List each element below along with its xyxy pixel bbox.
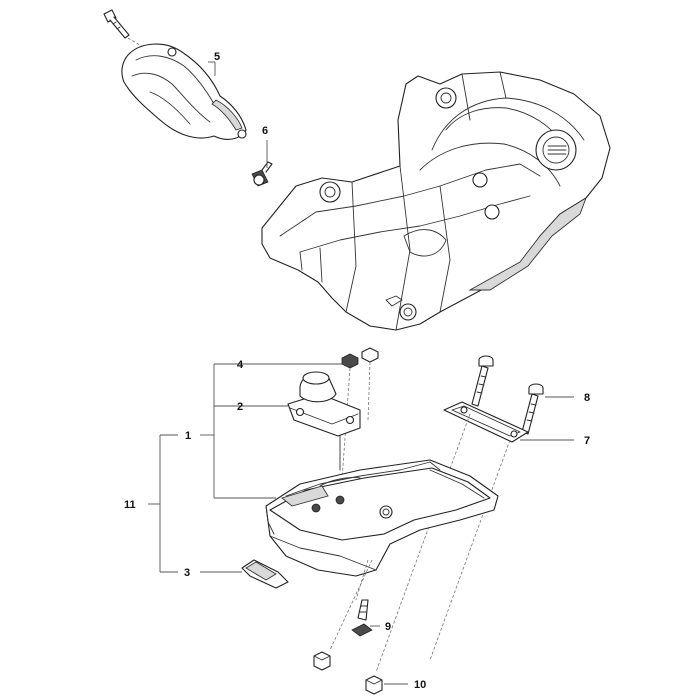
part-6-screw [251, 140, 273, 187]
group-brackets [148, 363, 276, 573]
part-2-bracket [256, 371, 361, 471]
part-9-screw [351, 599, 380, 637]
callout-8: 8 [584, 392, 590, 404]
muffler-body [265, 459, 499, 651]
cover-screw [103, 9, 166, 61]
callout-7: 7 [584, 435, 590, 447]
callout-1: 1 [185, 430, 191, 442]
callout-11: 11 [124, 499, 136, 511]
part-5-cover [121, 43, 247, 140]
callout-5: 5 [214, 51, 220, 63]
callout-2: 2 [237, 401, 243, 413]
part-7-gasket [375, 401, 574, 673]
callout-3: 3 [184, 567, 190, 579]
part-3-pad [200, 559, 289, 589]
callout-9: 9 [385, 621, 391, 633]
crankcase-housing [261, 71, 611, 331]
callout-10: 10 [414, 679, 426, 691]
part-10-spacers [313, 651, 408, 695]
callout-4: 4 [237, 359, 244, 371]
callout-6: 6 [262, 125, 268, 137]
part-8-bolts [471, 355, 574, 435]
